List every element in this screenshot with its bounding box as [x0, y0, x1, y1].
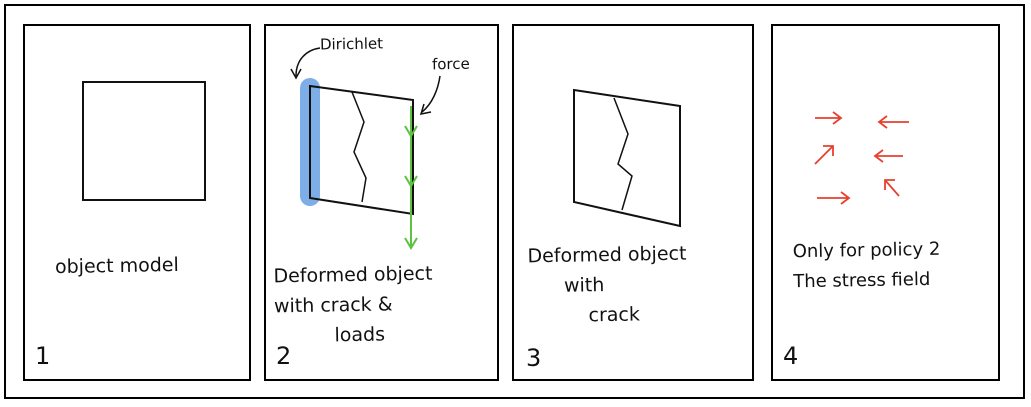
force-pointer-arrow	[421, 75, 441, 113]
crack-line	[351, 91, 367, 203]
stress-arrow	[817, 191, 851, 205]
stress-arrow	[815, 111, 843, 125]
caption-line: with	[563, 274, 605, 297]
stress-arrow	[873, 149, 903, 163]
caption-line: object model	[54, 253, 179, 279]
panel-3-caption: Deformed object with crack	[527, 239, 688, 332]
caption-line: The stress field	[793, 268, 931, 293]
caption-line: Only for policy 2	[792, 238, 941, 263]
panel-2-drawing	[290, 47, 441, 250]
panel-1: object model 1	[23, 24, 251, 381]
panel-1-number: 1	[35, 342, 51, 370]
force-label: force	[431, 54, 470, 74]
panel-2-caption: Deformed object with crack & loads	[273, 259, 434, 352]
panel-4: Only for policy 2 The stress field 4	[771, 24, 1000, 381]
stress-field-arrows	[814, 111, 909, 205]
caption-line: Deformed object	[273, 262, 433, 288]
dirichlet-pointer-arrow	[295, 47, 321, 77]
force-arrow-1	[404, 125, 418, 138]
stress-arrow	[877, 115, 909, 129]
stress-arrow	[814, 145, 834, 165]
panel-3-number: 3	[526, 344, 542, 372]
panel-2-number: 2	[276, 342, 292, 370]
caption-line: Deformed object	[527, 242, 687, 268]
storyboard-frame: object model 1 Dirichlet force De	[4, 4, 1025, 399]
deformed-object	[573, 88, 681, 228]
panel-2: Dirichlet force Deformed object with cra…	[264, 24, 499, 381]
panel-4-number: 4	[783, 342, 799, 370]
panel-3-drawing	[573, 88, 681, 228]
crack-line	[613, 97, 633, 211]
dirichlet-label: Dirichlet	[319, 34, 384, 54]
deformed-object	[309, 84, 414, 216]
caption-line: loads	[334, 323, 386, 347]
panel-3: Deformed object with crack 3	[512, 24, 754, 381]
force-arrow-3	[404, 237, 418, 250]
caption-line: with crack &	[273, 293, 393, 318]
caption-line: crack	[588, 303, 641, 327]
square-object	[82, 81, 206, 201]
stress-arrow	[884, 179, 900, 197]
panel-4-caption: Only for policy 2 The stress field	[792, 235, 941, 298]
panel-1-drawing	[82, 81, 206, 201]
panel-1-caption: object model	[55, 250, 179, 282]
force-arrow-2	[404, 175, 418, 188]
panel-4-drawing	[814, 111, 909, 205]
